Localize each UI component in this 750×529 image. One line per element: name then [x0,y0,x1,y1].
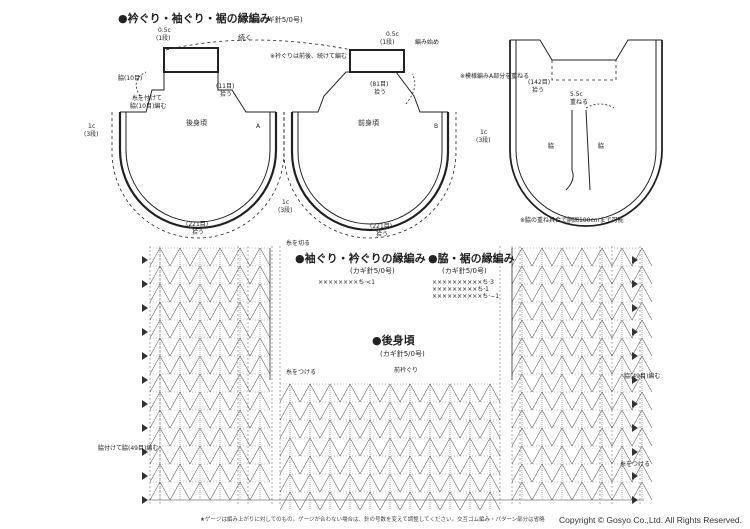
neck-left-pick2: 拾う [220,90,232,98]
neck-note: ※衿ぐりは前後、続けて編む [270,52,347,60]
neck-right-pick: (81目) [370,81,388,88]
armhole-b-label: B [434,123,438,130]
width-right-label: 1c [480,129,487,136]
side-pick-label: (142目) [528,79,550,86]
title-sleeve-collar-hook: (カギ針5/0号) [350,266,395,275]
side-overlap-c: 5.5c [570,91,583,98]
title-edging-main: ●衿ぐり・袖ぐり・裾の縁編み [118,11,271,25]
continue-label: 続く [238,33,252,42]
neck-left-rows: (1段) [156,34,171,42]
title-side-hem: ●脇・裾の縁編み [428,251,515,265]
title-back-body-hook: (カギ針5/0号) [380,349,425,358]
formula-b3: ××××××××××ち·−1 [432,293,499,300]
title-side-hem-hook: (カギ針5/0号) [442,266,487,275]
side-overlap-label: 重ねる [570,98,588,106]
shoulder-left-label: 脇(10目) [118,75,142,82]
row-start-label: 編み始め [415,38,439,46]
title-edging-main-hook: (カギ針5/0号) [258,15,303,24]
front-body-label: 前身頃 [358,118,379,127]
front-neck-label: 前衿ぐり [394,366,418,374]
side-pick-label2: 拾う [532,86,544,94]
hem-width-rows: (3段) [278,206,293,214]
neck-right-rows: (1段) [380,38,395,46]
detail-side-label: 脇 [548,143,554,150]
hem-left-label: (221目) [186,221,208,228]
detail-note: ※脇の重ね具合で胴囲100cmまで可能 [520,216,624,224]
back-body-piece [111,47,285,239]
width-left-label: 1c [88,123,95,130]
hem-width-label: 1c [282,199,289,206]
hem-left-label2: 拾う [192,228,204,236]
left-mark-label: 脇付けて脇(49目)編む [98,444,158,452]
thread-attach-bottom-label: 糸をつける [620,460,650,468]
formula-b1: ××××××××××ち·3 [432,279,494,286]
right-mark-label: 脇(49目)編む [624,372,660,380]
front-body-piece [283,49,457,239]
thread-attach-label2: 脇(10目)編む [130,102,166,110]
thread-attach-label: 糸を付けて [132,94,162,102]
neck-continuation-arc [165,39,353,51]
thread-attach-mid-label: 糸をつける [286,368,316,376]
side-detail-note: ※模様編みA部分を重ねる [460,72,529,80]
title-back-body: ●後身頃 [372,333,416,347]
neck-right-pick2: 拾う [374,88,386,96]
neck-left-pick: (11目) [216,83,234,90]
width-left-rows: (3段) [84,130,99,138]
hem-right-label: (221目) [370,223,392,230]
footnote: ★ゲージは編み上がりに対してのもの。ゲージが合わない場合は、針の号数を変えて調整… [200,517,545,523]
side-detail-piece [509,39,663,227]
neck-right-top: 0.5c [386,31,399,38]
thread-cut-label: 糸を切る [286,239,310,247]
copyright: Copyright © Gosyo Co.,Ltd. All Rights Re… [559,515,742,525]
detail-edge-label: 脇 [598,143,604,150]
neck-left-top: 0.5c [158,27,171,34]
back-body-stitch-chart [142,246,653,511]
formula-b2: ×××××××××ち·1 [432,286,489,293]
width-right-rows: (3段) [476,136,491,144]
title-sleeve-collar: ●袖ぐり・衿ぐりの縁編み [295,251,426,265]
hem-right-label2: 拾う [376,230,388,238]
armhole-a-label: A [256,123,261,130]
back-body-label: 後身頃 [186,118,207,127]
formula-a: ××××××××ち·<1 [318,279,375,286]
